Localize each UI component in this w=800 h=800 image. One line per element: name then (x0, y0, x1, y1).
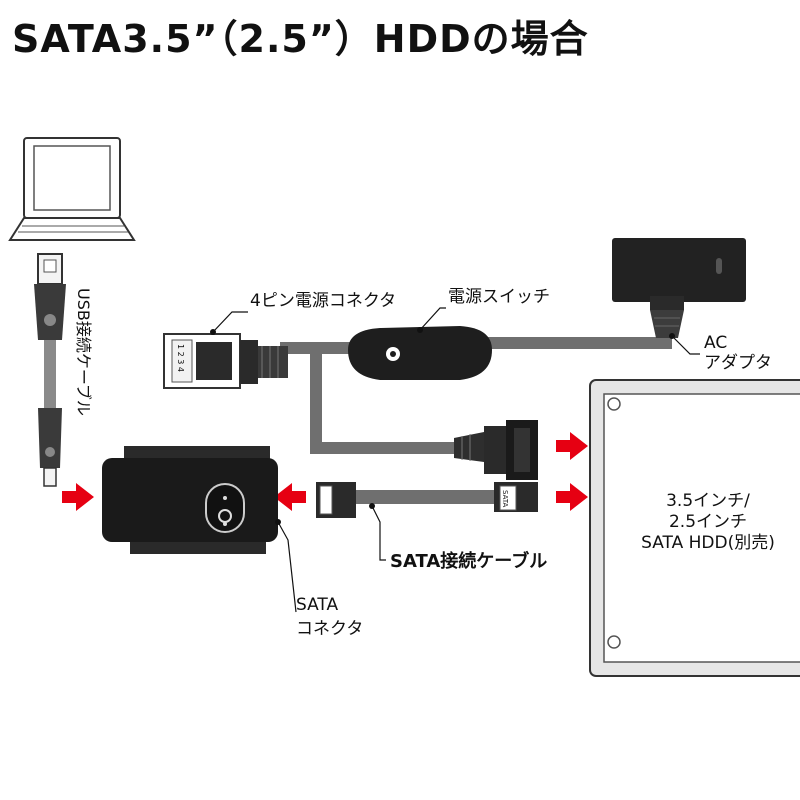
power-switch (348, 326, 492, 380)
arrow-power-to-hdd (556, 432, 588, 460)
leader-lines (212, 307, 700, 613)
power-connector-label: 4ピン電源コネクタ (250, 291, 396, 311)
ac-adapter (612, 238, 746, 338)
laptop-icon (8, 137, 136, 241)
hdd-label-line1: 3.5インチ/ (666, 491, 750, 511)
arrow-data-to-hdd (556, 483, 588, 511)
usb-cable (34, 253, 66, 487)
molex-connector (163, 333, 288, 389)
sata-data-cable (316, 482, 538, 518)
arrow-sata-in (274, 483, 306, 511)
hdd-label-line3: SATA HDD(別売) (641, 533, 775, 553)
ac-adapter-label-line2: アダプタ (704, 353, 772, 373)
hdd-drive (589, 379, 800, 677)
power-switch-label: 電源スイッチ (448, 287, 550, 307)
ac-adapter-label-line1: AC (704, 333, 727, 353)
usb-cable-label: USB接続ケーブル (74, 288, 93, 416)
molex-pin-numbers: 1 2 3 4 (176, 344, 185, 372)
hdd-label-line2: 2.5インチ (669, 512, 747, 532)
sata-connector-label-line1: SATA (296, 595, 338, 615)
sata-power-plug (454, 420, 538, 480)
page-title: SATA3.5”（2.5”）HDDの場合 (12, 17, 589, 61)
sata-connector-label-line2: コネクタ (296, 619, 363, 639)
leader-dots (210, 327, 675, 525)
sata-plug-text: SATA (501, 490, 509, 508)
sata-cable-label: SATA接続ケーブル (390, 550, 547, 572)
converter-device (102, 446, 278, 554)
arrow-usb-in (62, 483, 94, 511)
